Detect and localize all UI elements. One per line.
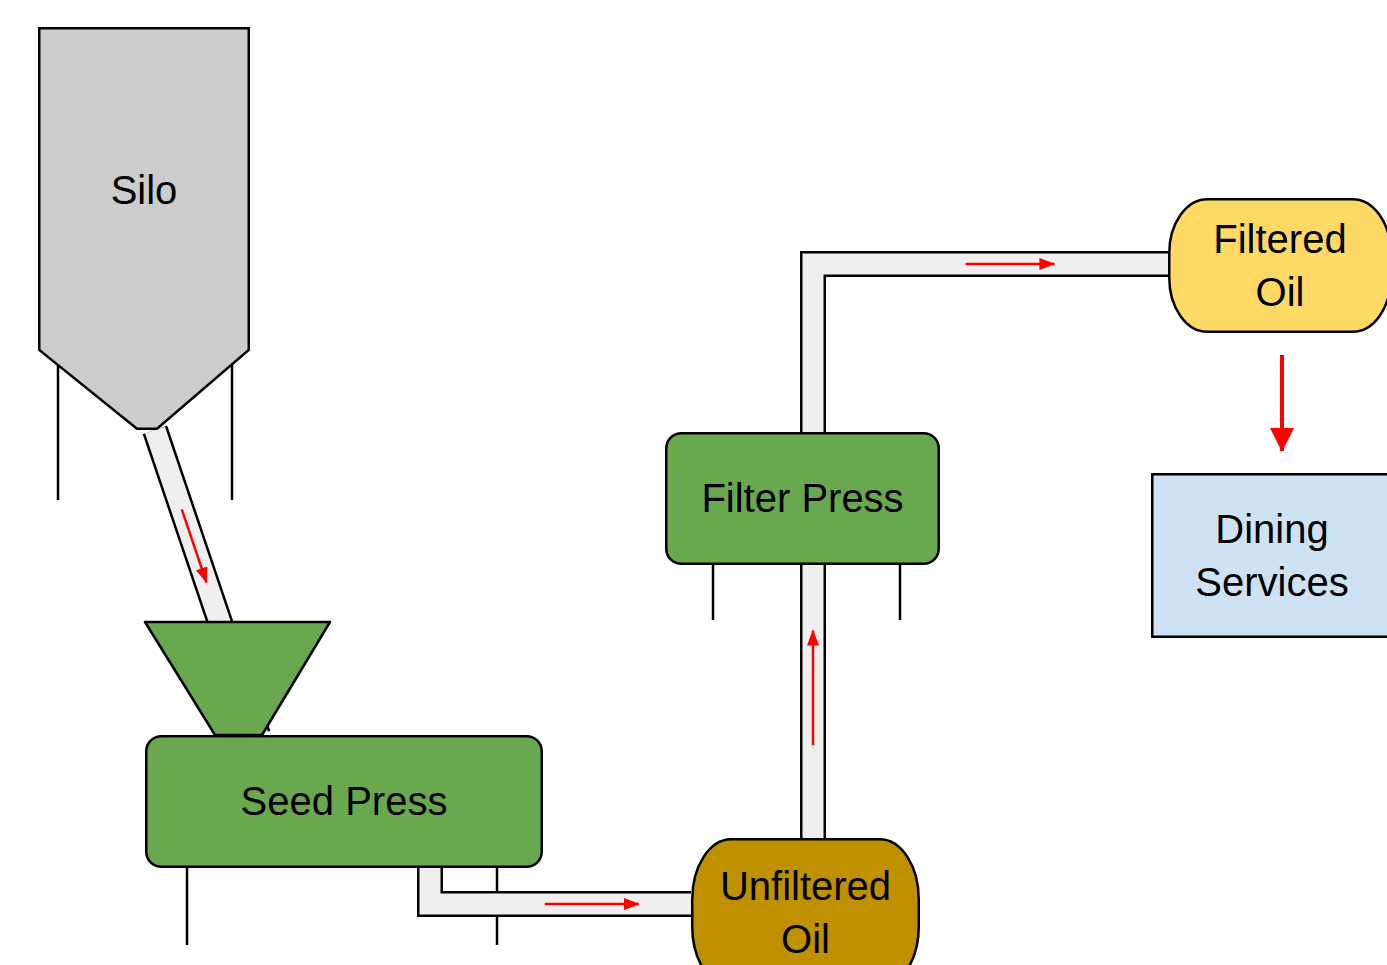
pipe-wall [813,264,1168,432]
pipe-wall [800,565,826,838]
pipe-bore [430,868,691,904]
tank-outline [692,839,919,965]
node-outline [1151,473,1387,638]
node-label: Unfiltered Oil [703,860,908,965]
pipe-bore [803,565,824,838]
pipe-connector [813,264,1168,432]
silo-leg [231,345,234,500]
filter-leg [712,563,715,620]
flow-arrow [966,263,1055,266]
silo-leg [57,345,60,500]
pipe-connector [813,565,814,838]
box-outline [1152,474,1387,637]
flow-arrow [182,509,207,582]
filter-leg [899,563,902,620]
node-label: Filtered Oil [1184,213,1376,319]
oil-tank: Filtered Oil [1168,198,1387,333]
node-label: Dining Services [1169,503,1375,609]
text-group: Dining Services [1169,503,1375,609]
silo-outline [39,28,249,429]
oil-tank: Unfiltered Oil [691,838,920,965]
pipe-wall [430,868,691,904]
text-group: Filtered Oil [1184,213,1376,319]
box-outline [666,433,939,564]
press-machine: Seed Press [145,735,543,868]
box-outline [146,736,542,867]
text-group: Seed Press [241,775,448,828]
text-group: Silo [111,164,178,217]
pipe-connector [430,868,691,904]
text-group: Unfiltered Oil [703,860,908,965]
flow-arrow [1282,355,1283,451]
hopper-funnel [145,622,330,735]
service-box: Dining Services [1151,473,1387,638]
node-label: Filter Press [701,472,903,525]
flow-arrow [545,903,639,906]
pipe-bore [813,264,1168,432]
text-group: Filter Press [701,472,903,525]
node-outline [38,27,250,430]
flow-arrow [1280,355,1284,451]
press-machine: Filter Press [665,432,940,565]
node-label: Silo [111,164,178,217]
press-leg [186,866,189,945]
node-label: Seed Press [241,775,448,828]
silo-tank: Silo [38,27,250,430]
tank-outline [1169,199,1387,332]
flow-arrow [812,631,815,746]
